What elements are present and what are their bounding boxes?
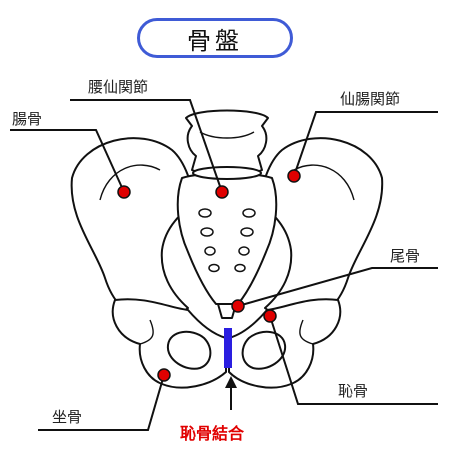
label-lumbosacral-joint: 腰仙関節 [88,78,149,96]
label-sacroiliac-joint: 仙腸関節 [340,90,401,108]
left-ilium [70,137,197,322]
leader-lumbosacral [70,99,223,193]
right-ilium [257,137,384,322]
marker-ilium [117,185,131,199]
marker-coccyx [231,299,245,313]
label-ischium: 坐骨 [52,408,83,426]
l5-vertebra [185,109,269,176]
pubic-symphysis [224,328,232,368]
leader-coccyx [237,267,438,307]
page-title: 骨盤 [137,18,293,58]
label-coccyx: 尾骨 [390,247,421,265]
leader-sacroiliac [293,111,438,177]
right-obturator-foramen [241,330,287,370]
leader-ischium [38,374,165,431]
symphysis-arrow [225,376,237,410]
marker-ischium [157,368,171,382]
leader-pubis [269,315,438,405]
leader-ilium [10,129,125,193]
marker-lumbosacral [215,185,229,199]
marker-sacroiliac [287,169,301,183]
label-pubis: 恥骨 [338,382,369,400]
marker-pubis [263,309,277,323]
label-pubic-symphysis: 恥骨結合 [180,424,245,443]
label-ilium: 腸骨 [12,110,43,128]
left-obturator-foramen [166,330,212,370]
vertebral-disc [192,166,262,180]
